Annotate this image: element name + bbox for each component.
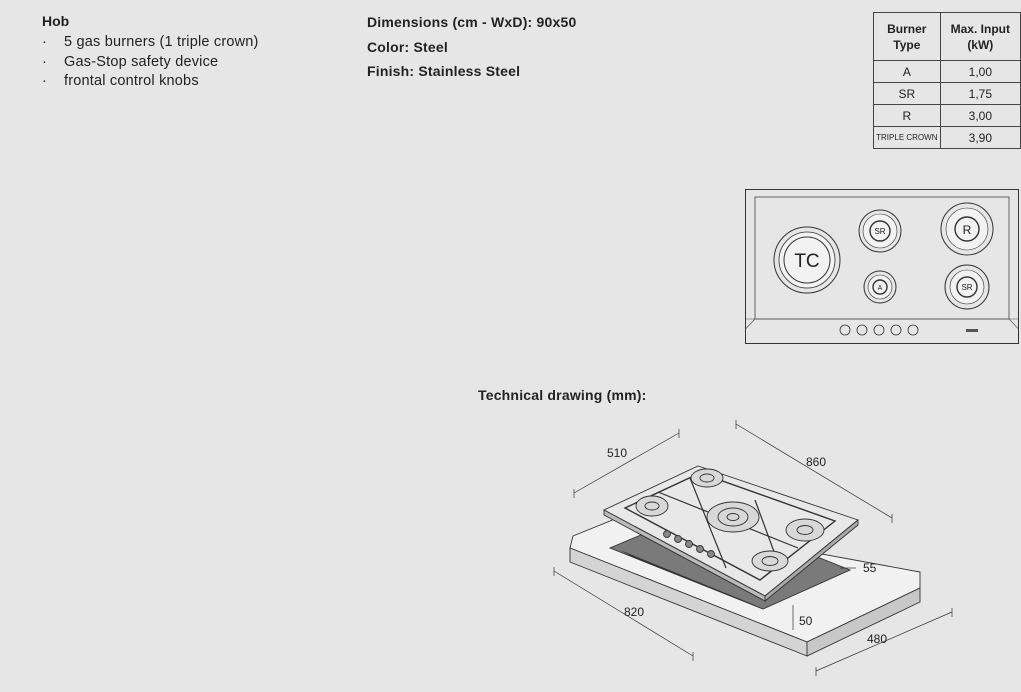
dimension-lines [553,420,953,676]
table-row: R 3,00 [873,104,1021,127]
svg-text:TC: TC [794,251,819,272]
feature-item: ·5 gas burners (1 triple crown) [42,33,259,53]
header-max-input: Max. Input(kW) [939,12,1021,61]
bullet: · [42,73,48,89]
hob-top-view: TC SR R A SR [745,189,1019,344]
bullet: · [42,34,48,50]
cell-type: A [873,60,941,83]
feature-item: ·frontal control knobs [42,72,259,92]
svg-text:SR: SR [874,227,885,236]
cell-type: R [873,104,941,127]
cell-type: TRIPLE CROWN [873,126,941,149]
cell-input: 1,00 [939,60,1021,83]
dim-50: 50 [799,614,813,628]
burner-sr-icon: SR [944,264,990,310]
spec-list: Dimensions (cm - WxD): 90x50 Color: Stee… [367,13,576,87]
technical-drawing: 510 860 820 480 50 55 [553,420,953,676]
burner-tc-icon: TC [773,226,841,294]
dim-820: 820 [624,605,644,619]
dim-510: 510 [607,446,627,460]
feature-item: ·Gas-Stop safety device [42,53,259,73]
svg-text:A: A [878,285,883,292]
spec-finish: Finish: Stainless Steel [367,63,521,79]
burner-sr-icon: SR [858,209,902,253]
cell-input: 1,75 [939,82,1021,105]
burner-r-icon: R [940,202,994,256]
dim-55: 55 [863,561,877,575]
svg-text:SR: SR [961,283,972,292]
hob-title: Hob [42,13,70,29]
table-row: A 1,00 [873,60,1021,83]
spec-dimensions: Dimensions (cm - WxD): 90x50 [367,14,577,30]
control-knobs [839,324,978,336]
svg-text:R: R [963,223,972,237]
cell-type: SR [873,82,941,105]
table-row: TRIPLE CROWN 3,90 [873,126,1021,149]
dim-860: 860 [806,455,826,469]
burner-a-icon: A [863,270,897,304]
spec-color: Color: Steel [367,38,448,55]
feature-list: ·5 gas burners (1 triple crown) ·Gas-Sto… [42,33,259,92]
bullet: · [42,53,48,70]
technical-drawing-title: Technical drawing (mm): [478,387,647,403]
cell-input: 3,00 [939,104,1021,127]
dim-480: 480 [867,632,887,646]
cell-input: 3,90 [939,126,1021,149]
table-row: SR 1,75 [873,82,1021,105]
